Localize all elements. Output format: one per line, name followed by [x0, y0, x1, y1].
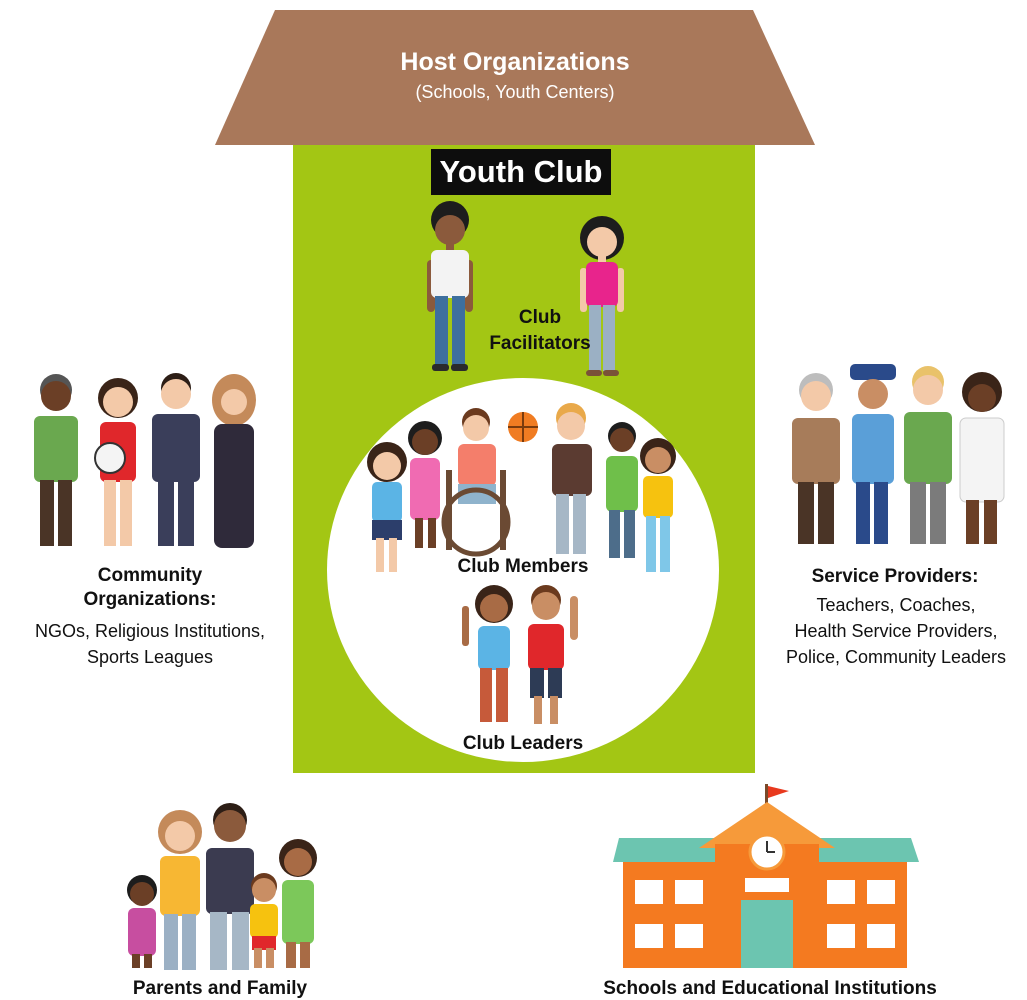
club-facilitators-label: Club Facilitators	[470, 305, 610, 357]
service-detail-line3: Police, Community Leaders	[785, 647, 1007, 667]
youth-club-title: Youth Club	[431, 149, 611, 195]
service-providers-detail: Teachers, Coaches, Health Service Provid…	[765, 592, 1027, 670]
club-leaders-label: Club Leaders	[462, 733, 584, 754]
service-providers-title: Service Providers:	[811, 566, 979, 587]
host-organizations-subtitle: (Schools, Youth Centers)	[415, 82, 615, 102]
club-leaders-figure	[462, 585, 578, 724]
service-providers-figure	[792, 364, 1005, 544]
parents-and-family-label: Parents and Family	[132, 978, 308, 999]
host-organizations-title: Host Organizations	[400, 48, 630, 76]
community-detail-line2: Sports Leagues	[86, 647, 214, 667]
club-members-group-figure	[367, 403, 676, 572]
club-facilitators-line1: Club	[518, 307, 562, 328]
community-organizations-figure	[34, 373, 256, 548]
club-members-label: Club Members	[457, 556, 589, 577]
school-building-figure	[613, 784, 919, 968]
community-detail-line1: NGOs, Religious Institutions,	[34, 621, 266, 641]
schools-and-educational-institutions-label: Schools and Educational Institutions	[603, 978, 937, 999]
facilitator-girl-figure	[580, 216, 624, 376]
facilitator-boy-figure	[427, 201, 473, 371]
club-facilitators-line2: Facilitators	[489, 333, 591, 354]
service-detail-line1: Teachers, Coaches,	[816, 595, 976, 615]
community-title-line1: Community	[97, 565, 203, 586]
community-organizations-detail: NGOs, Religious Institutions, Sports Lea…	[0, 618, 300, 670]
community-title-line2: Organizations:	[83, 589, 217, 610]
parents-and-family-figure	[127, 803, 317, 970]
roof	[215, 10, 815, 145]
service-detail-line2: Health Service Providers,	[794, 621, 998, 641]
community-organizations-title: Community Organizations:	[20, 564, 280, 612]
